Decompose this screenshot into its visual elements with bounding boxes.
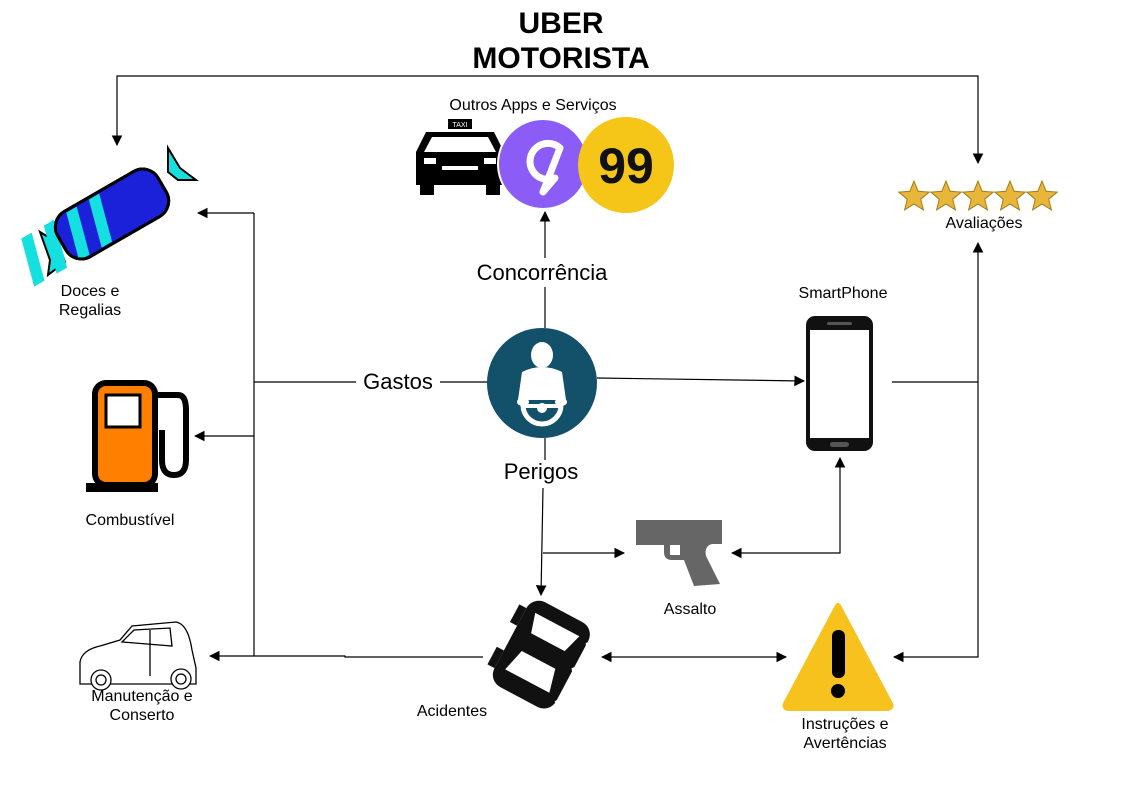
outros-apps-node: Outros Apps e Serviços TAXI 99 bbox=[416, 97, 674, 213]
doces-label-line-2: Regalias bbox=[59, 302, 121, 319]
connectors bbox=[111, 75, 984, 663]
assalto-label: Assalto bbox=[664, 601, 717, 618]
taxi-icon: TAXI bbox=[416, 119, 504, 195]
warning-sign-icon bbox=[782, 603, 894, 711]
star-icon bbox=[1025, 179, 1059, 211]
car-outline-icon bbox=[79, 621, 197, 691]
star-icon bbox=[961, 179, 995, 211]
fuel-pump-icon bbox=[86, 380, 189, 492]
smartphone-node: SmartPhone bbox=[799, 285, 888, 451]
99-logo-text: 99 bbox=[598, 138, 654, 194]
branch-label-perigos: Perigos bbox=[504, 459, 579, 484]
instrucoes-node: Instruções e Avertências bbox=[782, 603, 894, 752]
manutencao-node: Manutenção e Conserto bbox=[79, 621, 197, 724]
instrucoes-label-line-1: Instruções e bbox=[801, 716, 888, 733]
star-icon bbox=[993, 179, 1027, 211]
combustivel-node: Combustível bbox=[86, 380, 189, 529]
star-icon bbox=[929, 179, 963, 211]
taxi-sign-text: TAXI bbox=[452, 122, 467, 129]
outros-apps-label: Outros Apps e Serviços bbox=[449, 97, 616, 114]
instrucoes-label-line-2: Avertências bbox=[803, 735, 886, 752]
driver-steering-wheel-icon bbox=[517, 342, 567, 427]
avaliacoes-label: Avaliações bbox=[945, 215, 1022, 232]
cabify-logo-icon bbox=[497, 118, 589, 210]
smartphone-label: SmartPhone bbox=[799, 285, 888, 302]
branch-label-concorrencia: Concorrência bbox=[477, 260, 609, 285]
connector-to-instrucoes bbox=[892, 382, 979, 663]
candy-icon bbox=[21, 144, 199, 287]
doces-label-line-1: Doces e bbox=[61, 283, 120, 300]
five-stars-icon bbox=[897, 179, 1059, 211]
pistol-icon bbox=[636, 520, 722, 586]
branch-label-gastos: Gastos bbox=[363, 369, 433, 394]
connector-top-loop bbox=[111, 75, 984, 165]
title-line-2: MOTORISTA bbox=[472, 42, 649, 75]
manutencao-label-line-1: Manutenção e bbox=[91, 688, 193, 705]
connector-assalto-smartphone bbox=[730, 456, 846, 559]
crashed-car-icon bbox=[487, 600, 590, 709]
connector-perigos-down bbox=[535, 487, 547, 597]
combustivel-label: Combustível bbox=[86, 512, 175, 529]
manutencao-label-line-2: Conserto bbox=[110, 707, 175, 724]
doces-node: Doces e Regalias bbox=[21, 144, 199, 319]
acidentes-node: Acidentes bbox=[417, 600, 590, 720]
acidentes-label: Acidentes bbox=[417, 703, 487, 720]
star-icon bbox=[897, 179, 931, 211]
99-logo-icon: 99 bbox=[578, 117, 674, 213]
connector-to-manutencao bbox=[208, 650, 483, 662]
assalto-node: Assalto bbox=[636, 520, 722, 618]
title-line-1: UBER bbox=[518, 7, 603, 40]
driver-node bbox=[487, 328, 597, 438]
smartphone-icon bbox=[806, 316, 873, 451]
connector-center-smartphone bbox=[596, 375, 806, 387]
avaliacoes-node: Avaliações bbox=[897, 179, 1059, 232]
